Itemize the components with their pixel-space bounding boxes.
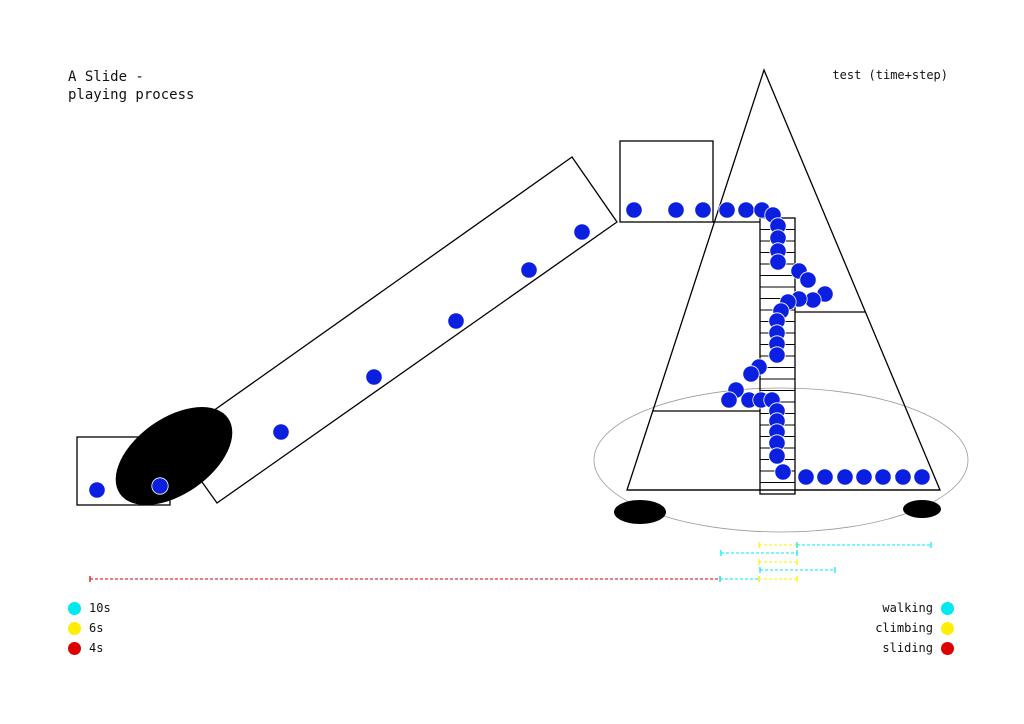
legend-action-climbing: climbing	[875, 620, 954, 636]
legend-label: climbing	[875, 621, 933, 635]
ladder	[759, 217, 796, 495]
legend-label: walking	[882, 601, 933, 615]
legend-label: 4s	[89, 641, 104, 655]
person-dot	[894, 468, 912, 486]
diagram-subtitle: test (time+step)	[832, 68, 948, 82]
legend-dot	[941, 621, 954, 635]
timeline-segment	[796, 542, 932, 548]
wheel-left	[614, 500, 666, 524]
person-dot	[88, 481, 106, 499]
legend-label: 10s	[89, 601, 111, 615]
diagram-title: A Slide - playing process	[68, 68, 194, 104]
person-dot	[625, 201, 643, 219]
person-dot	[774, 463, 792, 481]
legend-dot	[941, 641, 954, 655]
timeline-segment	[758, 559, 798, 565]
legend-duration-10s: 10s	[68, 600, 111, 616]
legend-label: sliding	[882, 641, 933, 655]
timeline-segment	[758, 542, 798, 548]
person-dot	[718, 201, 736, 219]
legend-duration-4s: 4s	[68, 640, 103, 656]
person-dot	[720, 391, 738, 409]
legend-dot	[941, 601, 954, 615]
legend-duration-6s: 6s	[68, 620, 103, 636]
person-dot	[816, 468, 834, 486]
slide-end-ellipse	[115, 406, 233, 506]
ground-ellipse	[593, 387, 969, 533]
timeline	[89, 542, 932, 582]
person-dot	[365, 368, 383, 386]
person-dot	[151, 477, 169, 495]
person-dot	[768, 447, 786, 465]
title-line-2: playing process	[68, 87, 195, 103]
person-dot	[769, 253, 787, 271]
person-dot	[272, 423, 290, 441]
person-positions	[88, 201, 931, 499]
slide-chute	[171, 156, 618, 504]
person-dot	[874, 468, 892, 486]
person-dot	[573, 223, 591, 241]
timeline-segment	[720, 550, 798, 556]
person-dot	[797, 468, 815, 486]
timeline-segment	[719, 576, 760, 582]
legend-action-walking: walking	[882, 600, 954, 616]
person-dot	[768, 346, 786, 364]
person-dot	[667, 201, 685, 219]
timeline-segment	[758, 576, 798, 582]
person-dot	[836, 468, 854, 486]
legend-label: 6s	[89, 621, 104, 635]
legend-dot	[68, 601, 81, 615]
legend-action-sliding: sliding	[882, 640, 954, 656]
person-dot	[520, 261, 538, 279]
top-box	[619, 140, 714, 223]
timeline-segment	[89, 576, 721, 582]
person-dot	[447, 312, 465, 330]
person-dot	[799, 271, 817, 289]
person-dot	[742, 365, 760, 383]
person-dot	[913, 468, 931, 486]
title-line-1: A Slide -	[68, 69, 144, 85]
person-dot	[737, 201, 755, 219]
legend-dot	[68, 621, 81, 635]
person-dot	[855, 468, 873, 486]
timeline-segment	[759, 567, 836, 573]
person-dot	[694, 201, 712, 219]
legend-dot	[68, 641, 81, 655]
wheel-right	[903, 500, 941, 518]
